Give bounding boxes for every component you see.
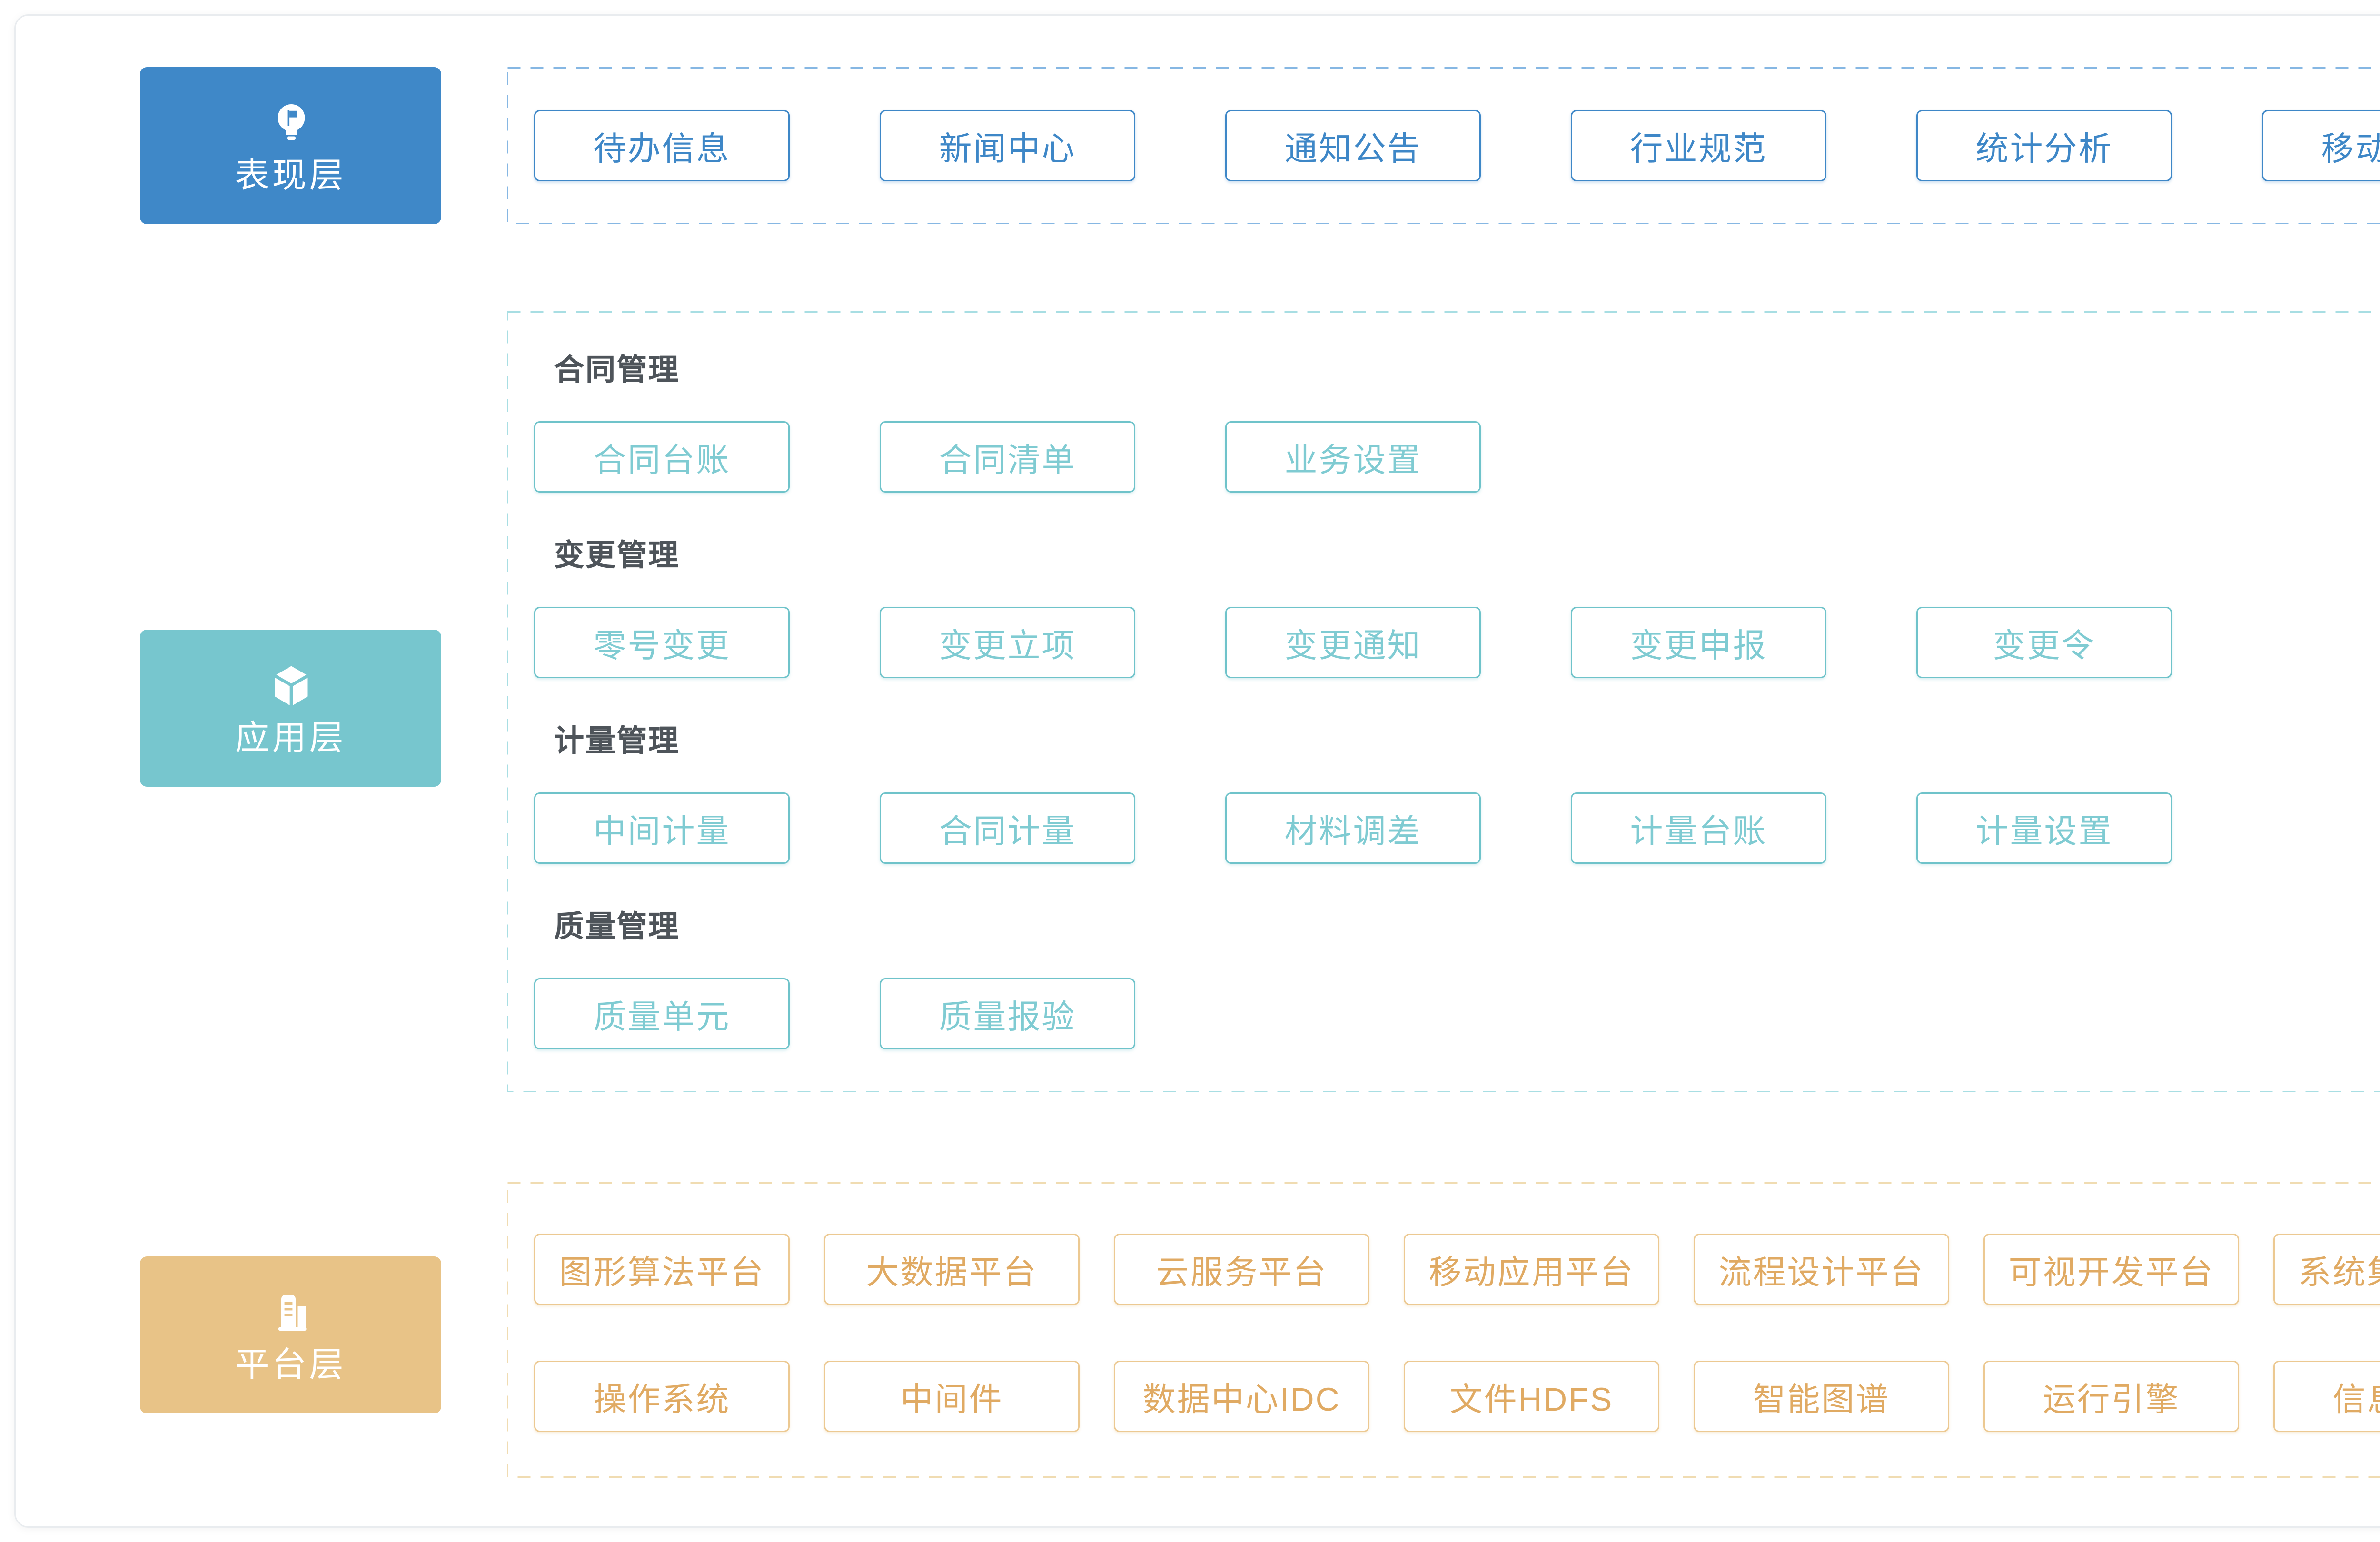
platform-modules-panel: 图形算法平台 大数据平台 云服务平台 移动应用平台 流程设计平台 可视开发平台 … xyxy=(507,1182,2380,1478)
module-chip[interactable]: 统计分析 xyxy=(1916,110,2172,181)
presentation-modules-panel: 待办信息 新闻中心 通知公告 行业规范 统计分析 移动应用 xyxy=(507,67,2380,224)
module-chip[interactable]: 图形算法平台 xyxy=(534,1234,790,1305)
group-title-measurement: 计量管理 xyxy=(554,725,680,758)
contract-module-row: 合同台账 合同清单 业务设置 xyxy=(534,421,2380,493)
module-chip[interactable]: 可视开发平台 xyxy=(1983,1234,2239,1305)
module-chip[interactable]: 合同计量 xyxy=(880,792,1135,864)
module-chip[interactable]: 变更立项 xyxy=(880,607,1135,678)
quality-module-row: 质量单元 质量报验 xyxy=(534,978,2380,1049)
group-title-change: 变更管理 xyxy=(554,540,680,573)
module-chip[interactable]: 流程设计平台 xyxy=(1694,1234,1949,1305)
module-chip[interactable]: 新闻中心 xyxy=(880,110,1135,181)
module-chip[interactable]: 系统集成平台 xyxy=(2273,1234,2380,1305)
module-chip[interactable]: 文件HDFS xyxy=(1404,1361,1659,1432)
module-chip[interactable]: 合同台账 xyxy=(534,421,790,493)
module-chip[interactable]: 计量台账 xyxy=(1571,792,1826,864)
layer-presentation: 表现层 xyxy=(140,67,441,224)
module-chip[interactable]: 变更令 xyxy=(1916,607,2172,678)
platform-module-row-2: 操作系统 中间件 数据中心IDC 文件HDFS 智能图谱 运行引擎 信息安全 xyxy=(534,1361,2380,1432)
module-chip[interactable]: 移动应用 xyxy=(2262,110,2380,181)
module-chip[interactable]: 运行引擎 xyxy=(1983,1361,2239,1432)
module-chip[interactable]: 质量报验 xyxy=(880,978,1135,1049)
platform-module-row-1: 图形算法平台 大数据平台 云服务平台 移动应用平台 流程设计平台 可视开发平台 … xyxy=(534,1234,2380,1305)
layer-presentation-label: 表现层 xyxy=(235,156,347,195)
module-chip[interactable]: 移动应用平台 xyxy=(1404,1234,1659,1305)
platform-dashed-frame xyxy=(507,1182,2380,1478)
layer-application: 应用层 xyxy=(140,630,441,787)
module-chip[interactable]: 待办信息 xyxy=(534,110,790,181)
presentation-module-row: 待办信息 新闻中心 通知公告 行业规范 统计分析 移动应用 xyxy=(507,67,2380,181)
module-chip[interactable]: 行业规范 xyxy=(1571,110,1826,181)
measurement-module-row: 中间计量 合同计量 材料调差 计量台账 计量设置 xyxy=(534,792,2380,864)
module-chip[interactable]: 质量单元 xyxy=(534,978,790,1049)
module-chip[interactable]: 云服务平台 xyxy=(1114,1234,1369,1305)
module-chip[interactable]: 操作系统 xyxy=(534,1361,790,1432)
layer-platform: 平台层 xyxy=(140,1256,441,1414)
module-chip[interactable]: 材料调差 xyxy=(1225,792,1481,864)
module-chip[interactable]: 中间件 xyxy=(824,1361,1080,1432)
module-chip[interactable]: 智能图谱 xyxy=(1694,1361,1949,1432)
module-chip[interactable]: 数据中心IDC xyxy=(1114,1361,1369,1432)
module-chip[interactable]: 业务设置 xyxy=(1225,421,1481,493)
cube-icon xyxy=(274,665,307,705)
group-title-contract: 合同管理 xyxy=(554,354,680,387)
module-chip[interactable]: 通知公告 xyxy=(1225,110,1481,181)
module-chip[interactable]: 中间计量 xyxy=(534,792,790,864)
module-chip[interactable]: 变更通知 xyxy=(1225,607,1481,678)
layer-application-label: 应用层 xyxy=(235,719,347,758)
module-chip[interactable]: 变更申报 xyxy=(1571,607,1826,678)
module-chip[interactable]: 大数据平台 xyxy=(824,1234,1080,1305)
module-chip[interactable]: 零号变更 xyxy=(534,607,790,678)
module-chip[interactable]: 合同清单 xyxy=(880,421,1135,493)
layer-platform-label: 平台层 xyxy=(235,1345,347,1384)
buildings-icon xyxy=(278,1294,306,1330)
change-module-row: 零号变更 变更立项 变更通知 变更申报 变更令 xyxy=(534,607,2380,678)
application-modules-panel: 合同管理 合同台账 合同清单 业务设置 变更管理 零号变更 变更立项 变更通知 … xyxy=(507,311,2380,1092)
group-title-quality: 质量管理 xyxy=(554,911,680,944)
module-chip[interactable]: 信息安全 xyxy=(2273,1361,2380,1432)
module-chip[interactable]: 计量设置 xyxy=(1916,792,2172,864)
bulb-icon xyxy=(277,103,304,139)
